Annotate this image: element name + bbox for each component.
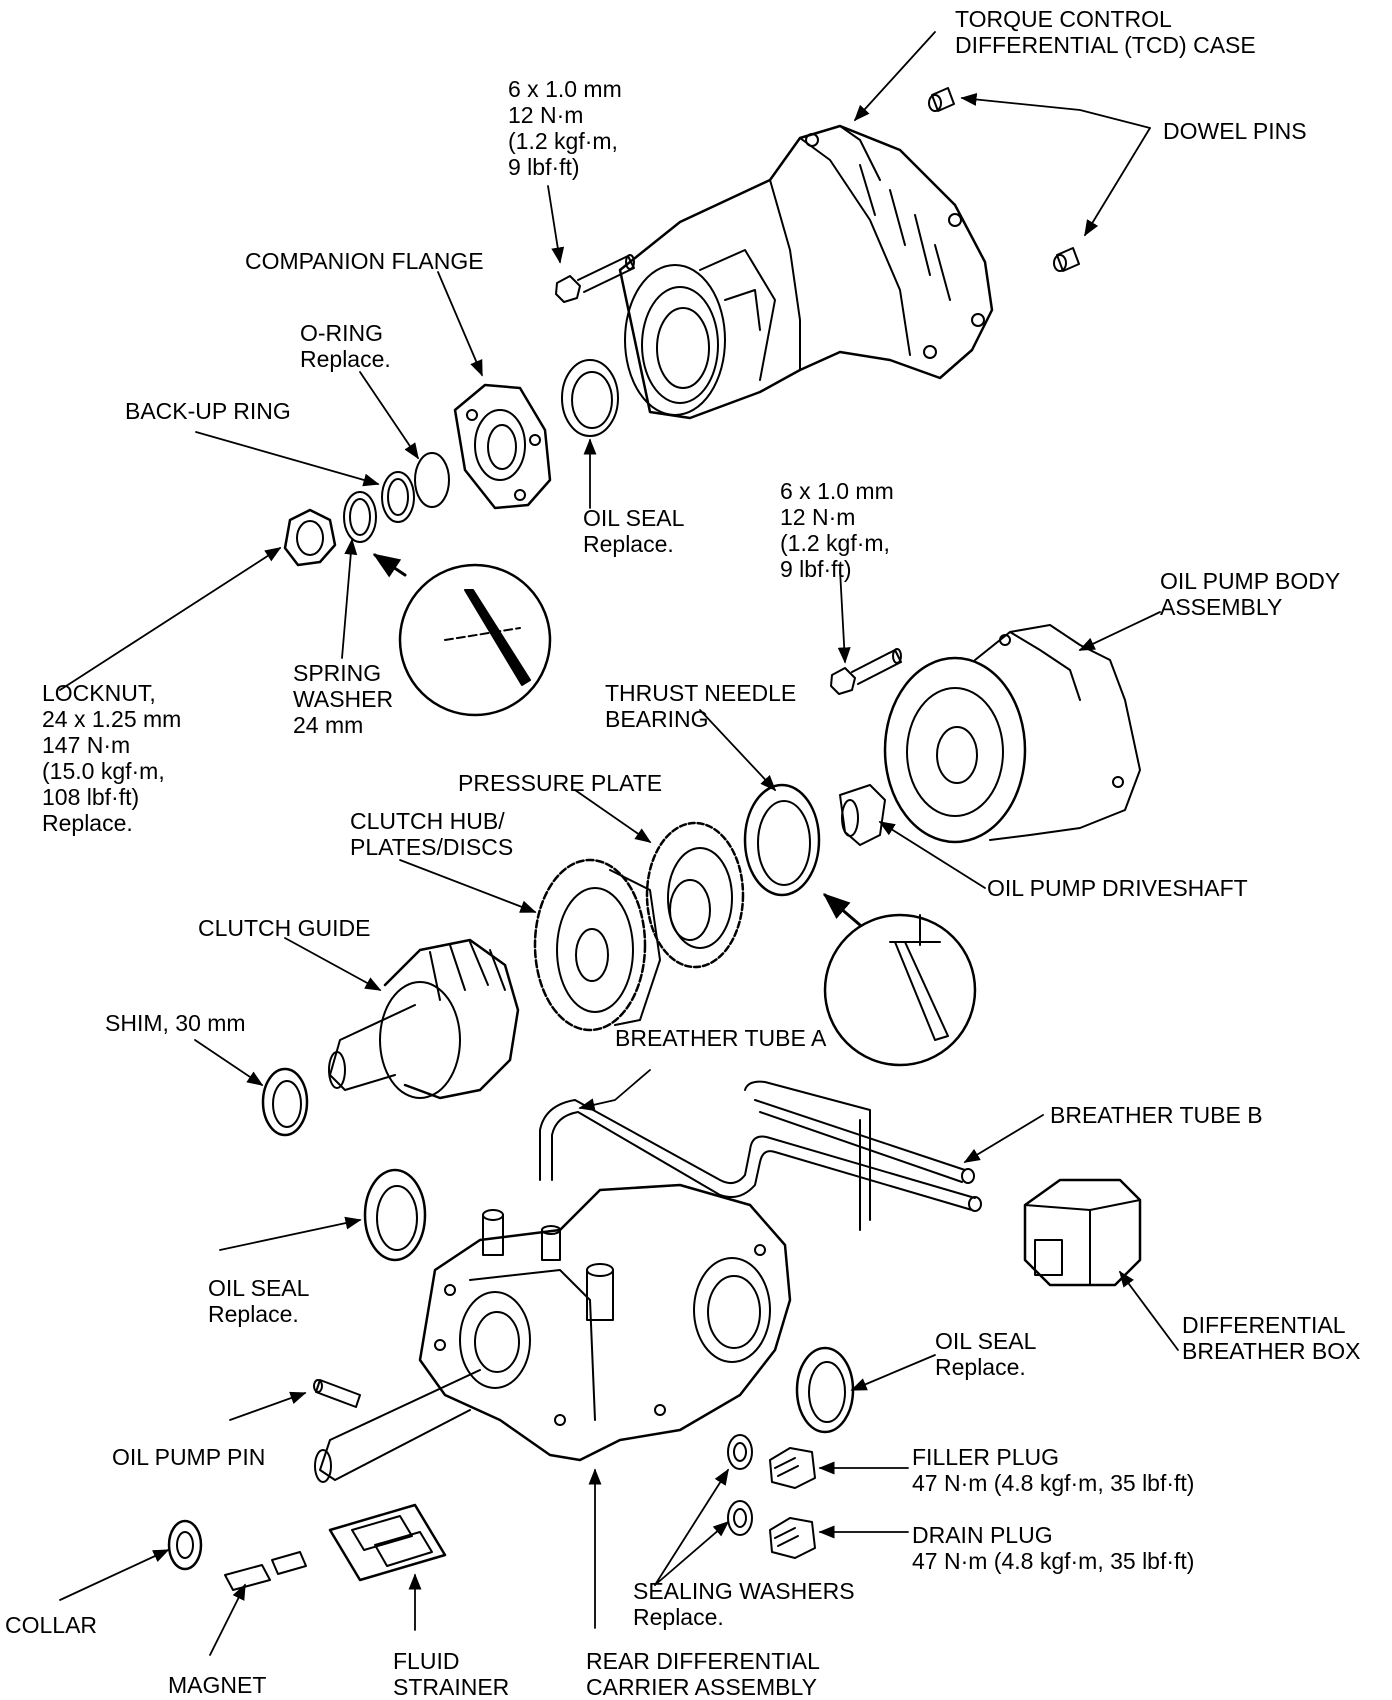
oil-seal-left [363, 1168, 427, 1262]
label-dowel-pins: DOWEL PINS [1163, 118, 1307, 144]
oil-pump-driveshaft [839, 784, 886, 846]
label-clutch-guide: CLUTCH GUIDE [198, 915, 371, 941]
rear-differential-carrier-assembly [314, 1183, 792, 1483]
breather-tube-b [744, 1080, 975, 1231]
tcd-case [618, 124, 994, 420]
dowel-pin-upper [928, 87, 955, 112]
detail-arrow-1 [372, 553, 407, 578]
label-breather-tube-b: BREATHER TUBE B [1050, 1102, 1263, 1128]
sealing-washer-upper [727, 1434, 753, 1470]
clutch-guide [328, 938, 520, 1100]
collar [167, 1519, 203, 1571]
clutch-hub-plates-discs [533, 858, 661, 1032]
oil-seal-upper [561, 359, 619, 437]
pressure-plate [645, 821, 745, 969]
label-magnet: MAGNET [168, 1672, 267, 1698]
drain-plug [769, 1517, 816, 1559]
label-collar: COLLAR [5, 1612, 98, 1638]
label-back-up-ring: BACK-UP RING [125, 398, 291, 424]
thrust-needle-bearing [743, 783, 821, 897]
o-ring [414, 452, 450, 508]
label-oil-pump-driveshaft: OIL PUMP DRIVESHAFT [987, 875, 1248, 901]
filler-plug [769, 1447, 816, 1489]
label-shim: SHIM, 30 mm [105, 1010, 246, 1036]
fluid-strainer [328, 1503, 447, 1582]
sealing-washer-lower [727, 1500, 753, 1536]
differential-breather-box [1023, 1178, 1142, 1287]
magnet [224, 1551, 307, 1591]
spring-washer [343, 491, 377, 543]
label-oil-pump-pin: OIL PUMP PIN [112, 1444, 266, 1470]
breather-tube-a [539, 1099, 982, 1212]
label-breather-tube-a: BREATHER TUBE A [615, 1025, 827, 1051]
shim-30mm [261, 1067, 309, 1137]
oil-pump-body-assembly [883, 624, 1141, 844]
detail-circle-bearing [823, 913, 977, 1067]
oil-pump-pin [313, 1379, 361, 1408]
detail-arrow-2 [822, 893, 862, 927]
detail-circle-spring-washer [398, 563, 552, 717]
label-clutch-hub: CLUTCH HUB/PLATES/DISCS [350, 808, 514, 860]
leader-lines [59, 31, 1179, 1656]
dowel-pin-lower [1053, 247, 1080, 272]
label-companion-flange: COMPANION FLANGE [245, 248, 484, 274]
back-up-ring [381, 471, 415, 523]
companion-flange [453, 383, 552, 510]
oil-seal-right [795, 1346, 855, 1434]
label-pressure-plate: PRESSURE PLATE [458, 770, 663, 796]
bolt-upper [555, 254, 635, 303]
bolt-middle [830, 648, 902, 695]
locknut [283, 508, 337, 567]
